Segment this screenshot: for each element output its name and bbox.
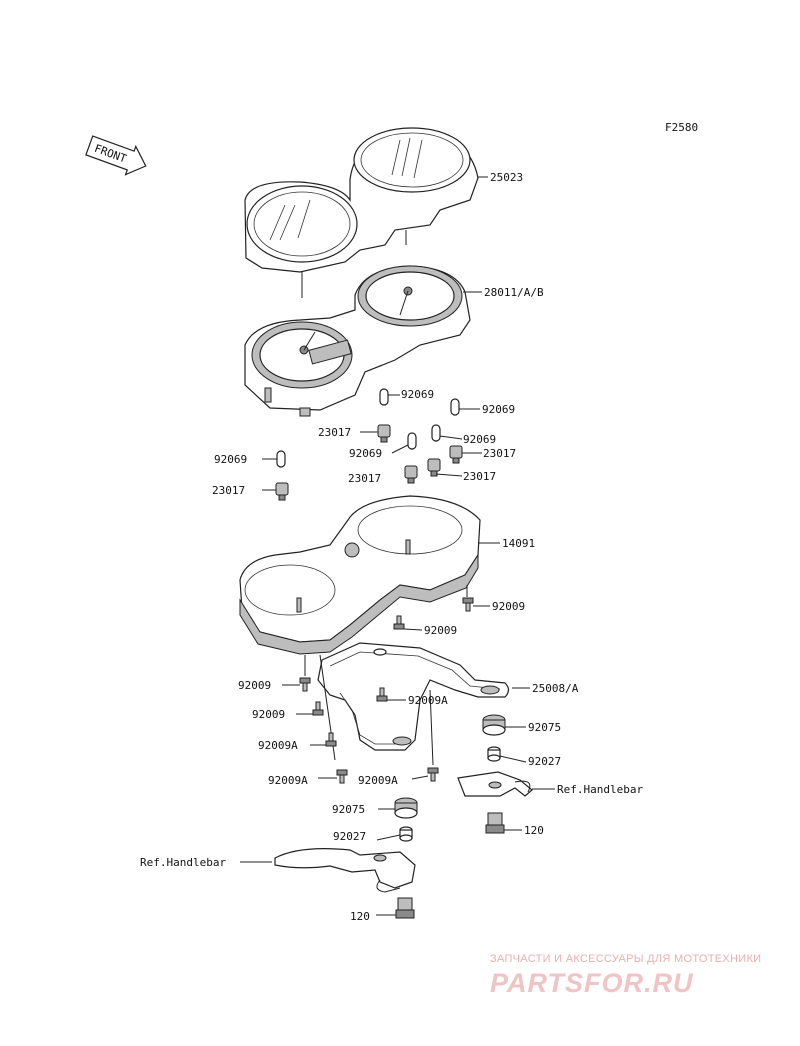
label-ref-handlebar-right: Ref.Handlebar [557, 783, 643, 796]
handlebar-clamp-left [274, 848, 416, 893]
socket-icon [449, 445, 463, 464]
bulb-icon [450, 398, 460, 416]
label-bulb-b: 92069 [482, 403, 515, 416]
screw-icon [376, 687, 388, 702]
bracket [317, 642, 510, 766]
bulb-icon [431, 424, 441, 442]
label-collar-left: 92027 [333, 830, 366, 843]
label-bulb-left: 92069 [214, 453, 247, 466]
screw-icon [462, 597, 474, 612]
label-bulb-c: 92069 [463, 433, 496, 446]
screw-icon [336, 769, 348, 784]
label-screw-a: 92009 [492, 600, 525, 613]
label-screw-e: 92009 [252, 708, 285, 721]
label-collar-right: 92027 [528, 755, 561, 768]
label-screw-d: 92009A [408, 694, 448, 707]
label-screw-h: 92009A [358, 774, 398, 787]
meter-assembly [244, 265, 471, 417]
screw-icon [325, 732, 337, 747]
label-socket-b: 23017 [483, 447, 516, 460]
front-arrow-icon: FRONT [85, 135, 147, 176]
label-ref-handlebar-left: Ref.Handlebar [140, 856, 226, 869]
diagram-code: F2580 [665, 121, 698, 134]
watermark-tagline: ЗАПЧАСТИ И АКСЕССУАРЫ ДЛЯ МОТОТЕХНИКИ [490, 953, 761, 965]
label-cover: 14091 [502, 537, 535, 550]
screw-icon [299, 677, 311, 692]
label-bracket: 25008/A [532, 682, 579, 695]
collar-icon [487, 746, 501, 762]
label-screw-c: 92009 [238, 679, 271, 692]
meter-case [244, 127, 479, 298]
bulb-icon [379, 388, 389, 406]
label-screw-f: 92009A [258, 739, 298, 752]
label-bolt-left: 120 [350, 910, 370, 923]
label-damper-left: 92075 [332, 803, 365, 816]
label-damper-right: 92075 [528, 721, 561, 734]
label-screw-g: 92009A [268, 774, 308, 787]
socket-icon [427, 458, 441, 477]
label-socket-a: 23017 [318, 426, 351, 439]
label-socket-c: 23017 [463, 470, 496, 483]
label-screw-b: 92009 [424, 624, 457, 637]
socket-icon [275, 482, 289, 501]
label-socket-left: 23017 [212, 484, 245, 497]
bulb-icon [276, 450, 286, 468]
collar-icon [399, 826, 413, 842]
bulb-icon [407, 432, 417, 450]
handlebar-clamp-right [457, 771, 533, 797]
label-socket-center: 23017 [348, 472, 381, 485]
damper-icon [482, 714, 506, 736]
label-bolt-right: 120 [524, 824, 544, 837]
watermark-logo: PARTSFOR.RU [490, 968, 694, 998]
bolt-icon [485, 812, 505, 834]
socket-icon [377, 424, 391, 443]
screw-icon [312, 701, 324, 716]
label-speedo-case: 25023 [490, 171, 523, 184]
label-meter-assy: 28011/A/B [484, 286, 544, 299]
socket-icon [404, 465, 418, 484]
bolt-icon [395, 897, 415, 919]
label-bulb-a: 92069 [401, 388, 434, 401]
damper-icon [394, 797, 418, 819]
meter-cover [239, 495, 481, 655]
screw-icon [427, 767, 439, 782]
screw-icon [393, 615, 405, 630]
label-bulb-d: 92069 [349, 447, 382, 460]
